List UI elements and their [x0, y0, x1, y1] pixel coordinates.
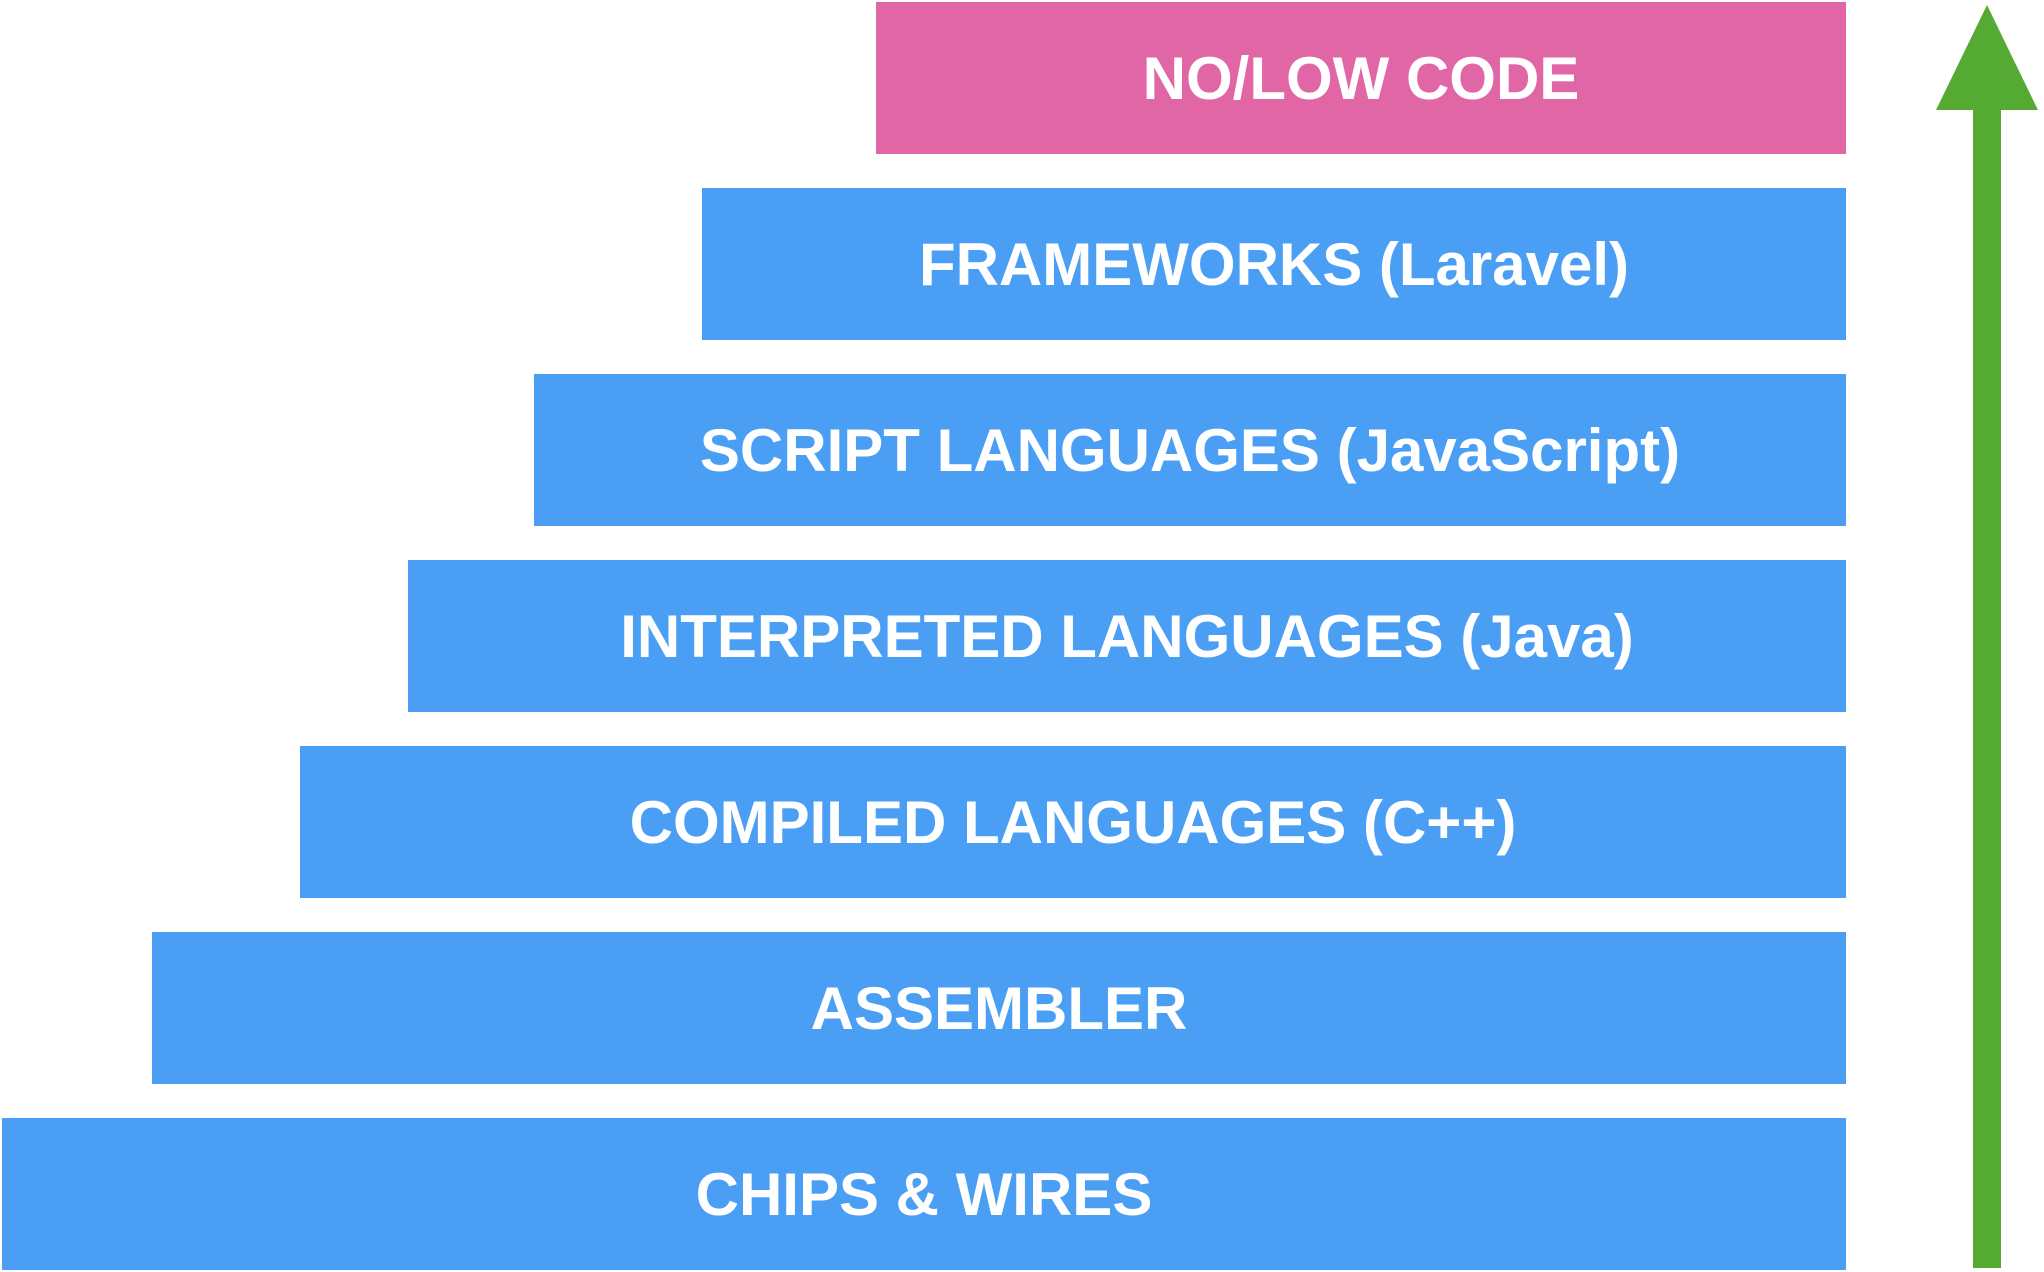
layer-chips-wires: CHIPS & WIRES — [2, 1118, 1846, 1270]
layer-label: COMPILED LANGUAGES (C++) — [629, 788, 1517, 856]
up-arrow-icon — [1936, 5, 2038, 1268]
layer-interpreted-languages: INTERPRETED LANGUAGES (Java) — [408, 560, 1846, 712]
layer-label: INTERPRETED LANGUAGES (Java) — [620, 602, 1634, 670]
layer-label: CHIPS & WIRES — [695, 1160, 1153, 1228]
layer-label: ASSEMBLER — [810, 974, 1188, 1042]
layer-label: SCRIPT LANGUAGES (JavaScript) — [699, 416, 1681, 484]
layer-script-languages: SCRIPT LANGUAGES (JavaScript) — [534, 374, 1846, 526]
layer-frameworks: FRAMEWORKS (Laravel) — [702, 188, 1846, 340]
layer-label: NO/LOW CODE — [1142, 44, 1580, 112]
arrow-shaft — [1973, 104, 2001, 1268]
layer-no-low-code: NO/LOW CODE — [876, 2, 1846, 154]
layer-label: FRAMEWORKS (Laravel) — [918, 230, 1630, 298]
layer-assembler: ASSEMBLER — [152, 932, 1846, 1084]
layer-compiled-languages: COMPILED LANGUAGES (C++) — [300, 746, 1846, 898]
arrow-head — [1936, 5, 2038, 110]
